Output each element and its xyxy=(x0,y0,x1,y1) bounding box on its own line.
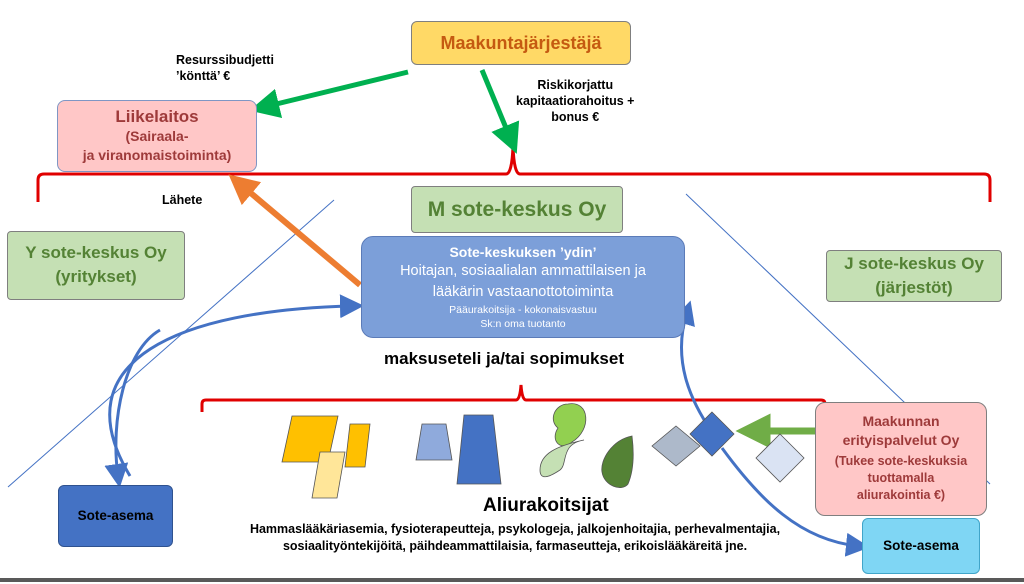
liikelaitos-line2: ja viranomaistoiminta) xyxy=(82,147,232,163)
left-curve-arrow xyxy=(108,294,364,477)
m-sote-keskus-box: M sote-keskus Oy xyxy=(411,186,623,233)
diagonal-line-left xyxy=(7,199,335,488)
maksuseteli-label: maksuseteli ja/tai sopimukset xyxy=(384,349,624,368)
riski-label-line2: kapitaatiorahoitus + xyxy=(516,94,635,108)
j-sote-keskus-box: J sote-keskus Oy (järjestöt) xyxy=(826,250,1002,302)
sote-asema-right-box: Sote-asema xyxy=(862,518,980,574)
riski-arrow xyxy=(479,69,520,154)
liikelaitos-line1: (Sairaala- xyxy=(125,128,189,144)
ydin-small2: Sk:n oma tuotanto xyxy=(480,318,566,330)
aliurakoitsijat-list: Hammaslääkäriasemia, fysioterapeutteja, … xyxy=(230,521,800,555)
shape-parallelogram-3 xyxy=(311,451,346,499)
lahete-label: Lähete xyxy=(162,193,203,207)
shape-leaf-green xyxy=(552,403,587,447)
maakunnan-line3: (Tukee sote-keskuksia xyxy=(834,454,968,468)
shape-diamond-pale xyxy=(755,433,805,483)
ydin-title: Sote-keskuksen ’ydin’ xyxy=(449,244,597,260)
left-curve-arrow-start xyxy=(104,328,161,488)
ydin-line2: lääkärin vastaanottotoiminta xyxy=(432,284,614,300)
j-sote-line2: (järjestöt) xyxy=(875,278,953,297)
riski-label: Riskikorjattu kapitaatiorahoitus + bonus… xyxy=(516,77,634,125)
aliurakoitsijat-label: Aliurakoitsijat xyxy=(483,495,609,516)
liikelaitos-box: Liikelaitos (Sairaala- ja viranomaistoim… xyxy=(57,100,257,172)
sote-asema-left-box: Sote-asema xyxy=(58,485,173,547)
shape-trapezoid-large xyxy=(456,414,502,485)
ydin-small1: Pääurakoitsija - kokonaisvastuu xyxy=(449,304,597,316)
resurssi-label: Resurssibudjetti ’könttä’ € xyxy=(176,52,274,84)
resurssi-arrow xyxy=(249,69,409,119)
resurssi-label-line1: Resurssibudjetti xyxy=(176,53,274,67)
j-sote-line1: J sote-keskus Oy xyxy=(844,254,984,273)
bottom-bracket xyxy=(200,384,827,412)
maakunnan-line5: aliurakointia €) xyxy=(856,488,946,502)
sote-asema-left-label: Sote-asema xyxy=(77,508,154,523)
m-sote-keskus-title: M sote-keskus Oy xyxy=(427,198,607,221)
maakunnan-line2: erityispalvelut Oy xyxy=(842,432,960,448)
shape-leaf-darkgreen xyxy=(601,435,634,488)
sote-keskus-ydin-box: Sote-keskuksen ’ydin’ Hoitajan, sosiaali… xyxy=(361,236,685,338)
maakuntajarjestaja-title: Maakuntajärjestäjä xyxy=(440,33,602,53)
liikelaitos-title: Liikelaitos xyxy=(115,107,199,126)
maakunnan-erityispalvelut-box: Maakunnan erityispalvelut Oy (Tukee sote… xyxy=(815,402,987,516)
shape-leaf-pale xyxy=(539,439,585,478)
sote-asema-right-label: Sote-asema xyxy=(883,538,959,553)
resurssi-label-line2: ’könttä’ € xyxy=(176,69,231,83)
right-curve-arrow-up xyxy=(671,300,714,433)
aliurakoitsijat-list-line1: Hammaslääkäriasemia, fysioterapeutteja, … xyxy=(249,522,781,536)
shape-diamond-grey xyxy=(651,425,701,467)
ydin-line1: Hoitajan, sosiaalialan ammattilaisen ja xyxy=(400,263,646,279)
riski-label-line3: bonus € xyxy=(551,110,600,124)
y-sote-keskus-box: Y sote-keskus Oy (yritykset) xyxy=(7,231,185,300)
y-sote-line1: Y sote-keskus Oy xyxy=(25,243,167,262)
lahete-arrow xyxy=(228,174,362,288)
riski-label-line1: Riskikorjattu xyxy=(537,78,614,92)
aliurakoitsijat-list-line2: sosiaalityöntekijöitä, päihdeammattilais… xyxy=(282,539,748,553)
shape-parallelogram-2 xyxy=(344,423,371,468)
maakunnan-line4: tuottamalla xyxy=(867,471,935,485)
y-sote-line2: (yritykset) xyxy=(55,267,137,286)
maakunnan-line1: Maakunnan xyxy=(862,413,940,429)
shape-diamond-blue xyxy=(689,411,735,457)
shape-trapezoid-small xyxy=(415,423,453,461)
right-curve-arrow-down xyxy=(720,447,870,557)
maakuntajarjestaja-box: Maakuntajärjestäjä xyxy=(411,21,631,65)
